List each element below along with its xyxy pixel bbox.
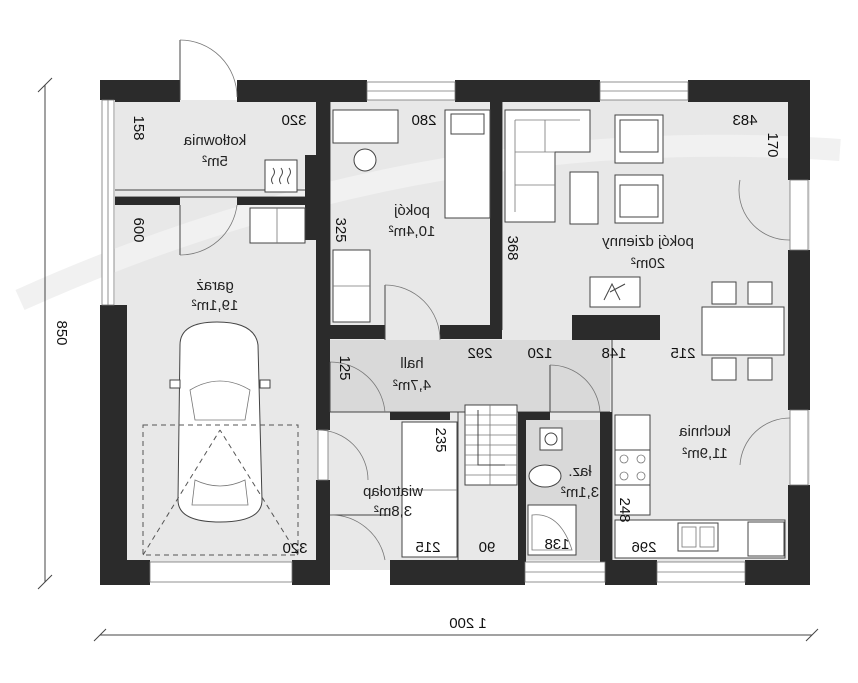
dim-pokoj-w: 280 <box>411 112 436 129</box>
dim-kotlownia-w: 320 <box>281 112 306 129</box>
pokoj-area: 10,4m² <box>389 223 436 240</box>
pokoj-dzienny-area: 20m² <box>631 255 665 272</box>
dim-hall-h: 125 <box>336 355 353 380</box>
furniture <box>142 109 786 559</box>
dim-kuchnia-h: 248 <box>616 497 633 522</box>
wiatrolap-name: wiatrołap <box>363 483 424 500</box>
lazienka-name: łaz. <box>568 463 591 480</box>
windows <box>101 81 809 583</box>
dim-garaz-w: 320 <box>282 540 307 557</box>
dim-hall-w2: 120 <box>527 345 552 362</box>
garaz-name: garaż <box>196 277 234 294</box>
watermark <box>15 134 841 311</box>
kuchnia-name: kuchnia <box>678 423 730 440</box>
stairs <box>464 404 518 486</box>
car-icon <box>169 321 271 523</box>
walls <box>100 80 810 585</box>
dimension-lines <box>37 77 819 642</box>
dim-kotlownia-h: 158 <box>130 115 147 140</box>
garaz-area: 19,1m² <box>192 297 239 314</box>
dim-pokoj-h: 325 <box>332 217 349 242</box>
dim-wiatrolap-h: 235 <box>432 427 449 452</box>
dim-total-height: 850 <box>53 320 70 345</box>
dim-hall-w3: 148 <box>601 345 626 362</box>
hall-name: hall <box>400 355 423 372</box>
dim-pokoj-dzienny-h1: 170 <box>764 132 781 157</box>
kotlownia-name: kotłownia <box>183 132 246 149</box>
dimension-labels: 1 200 850 320 158 600 320 280 325 483 17… <box>53 112 781 632</box>
doors <box>179 39 791 561</box>
dim-garaz-h: 600 <box>130 217 147 242</box>
kotlownia-area: 5m² <box>202 153 228 170</box>
dim-pokoj-dzienny-h2: 368 <box>504 235 521 260</box>
wiatrolap-area: 3,8m² <box>374 503 412 520</box>
dim-stairs-w: 90 <box>479 539 496 556</box>
dim-kuchnia-w1: 215 <box>670 345 695 362</box>
dim-pokoj-dzienny-w: 483 <box>732 112 757 129</box>
pokoj-dzienny-name: pokój dzienny <box>602 233 694 250</box>
hall-area: 4,7m² <box>393 377 431 394</box>
dim-wiatrolap-w: 215 <box>415 539 440 556</box>
dim-total-width: 1 200 <box>449 615 487 632</box>
kuchnia-area: 11,9m² <box>682 445 728 462</box>
dim-lazienka-w: 138 <box>544 536 569 553</box>
pokoj-name: pokój <box>394 202 430 219</box>
room-labels: kotłownia 5m² garaż 19,1m² pokój 10,4m² … <box>183 132 731 520</box>
dim-hall-w1: 292 <box>467 345 492 362</box>
dim-kuchnia-w2: 296 <box>631 539 656 556</box>
lazienka-area: 3,1m² <box>561 484 599 501</box>
